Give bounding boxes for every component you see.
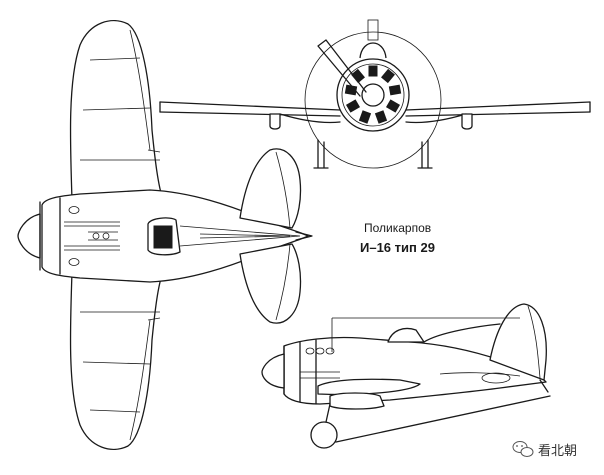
top-view-elevator-lines — [275, 151, 291, 321]
front-view-wing — [159, 101, 591, 117]
top-view-upper-aileron — [80, 29, 161, 161]
top-view-cowling — [39, 197, 61, 275]
side-view-headrest — [423, 323, 501, 343]
front-view-wing-tips — [159, 101, 591, 113]
side-view-ground-line — [335, 379, 551, 443]
watermark: 看北朝 — [512, 441, 577, 458]
front-view-wing-root — [279, 113, 467, 124]
front-view-canopy — [359, 42, 387, 59]
front-view-headrest — [367, 19, 379, 41]
caption-model: И–16 тип 29 — [360, 240, 435, 255]
top-view-lower-wing — [69, 271, 164, 450]
watermark-text: 看北朝 — [538, 443, 577, 458]
side-view-gear-leg — [325, 403, 331, 423]
side-view-stripe — [439, 372, 521, 377]
top-view-headrest — [153, 225, 173, 249]
front-view-pods — [269, 113, 473, 130]
front-view-propeller-blade — [317, 39, 367, 97]
side-view-canopy — [387, 327, 425, 343]
top-view-lower-tailplane — [239, 243, 302, 324]
top-view-lower-aileron — [80, 311, 161, 441]
side-view-roundel — [481, 372, 511, 384]
front-view-cowling-ring — [341, 63, 405, 127]
top-view-upper-wing — [69, 20, 164, 201]
side-view-vertical-tail — [489, 303, 547, 381]
front-view-prop-disc — [304, 31, 442, 169]
side-view-pod — [329, 392, 385, 410]
top-view-cowl-details — [64, 206, 120, 266]
caption-designer: Поликарпов — [364, 221, 431, 235]
top-view — [17, 20, 313, 450]
side-view-spinner — [261, 353, 285, 389]
top-view-rudder — [295, 231, 313, 241]
top-view-upper-tailplane — [239, 148, 302, 229]
side-view-frame — [331, 317, 520, 352]
side-view-rudder-line — [527, 305, 541, 379]
side-view — [261, 303, 551, 449]
front-view-hub — [361, 83, 385, 107]
front-view — [159, 19, 591, 169]
side-view-cowl-details — [300, 347, 340, 379]
side-view-wheel — [310, 421, 338, 449]
top-view-spinner — [17, 213, 41, 259]
front-view-engine-cylinders — [344, 65, 402, 124]
top-view-spine — [179, 225, 301, 247]
wechat-icon — [512, 441, 534, 457]
front-view-landing-gear — [313, 139, 433, 169]
